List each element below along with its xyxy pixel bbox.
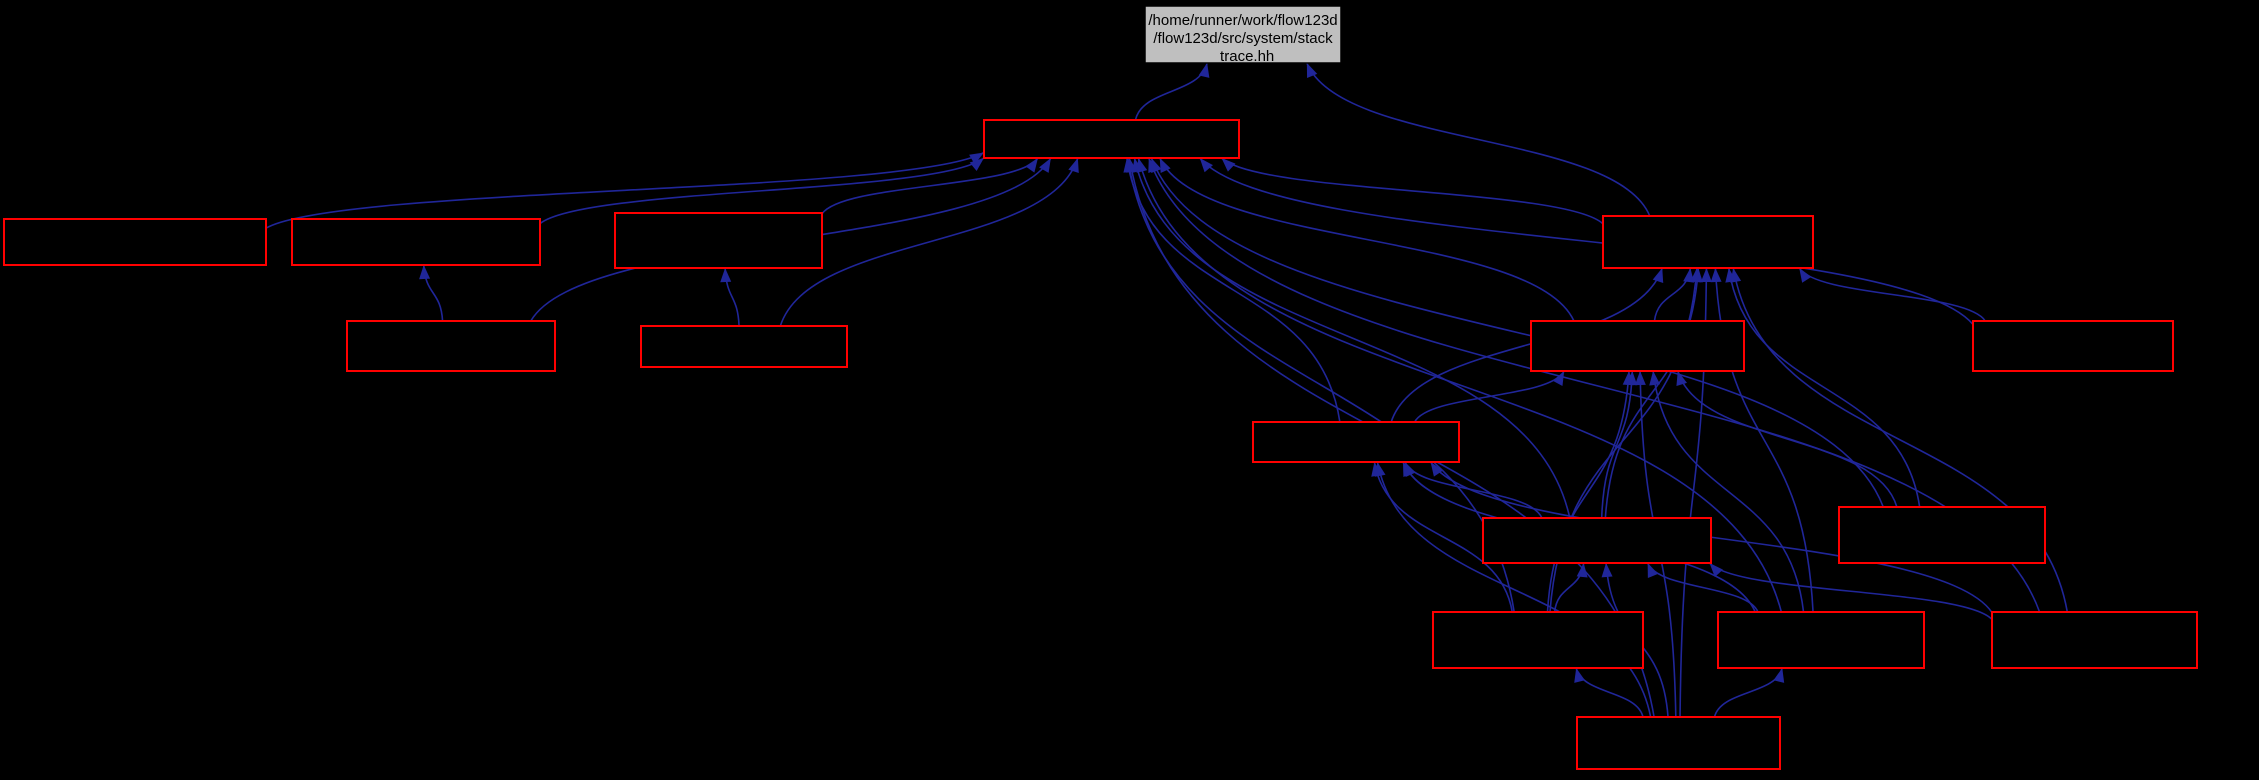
edge-arrowhead-icon	[1576, 563, 1588, 578]
graph-node-n3[interactable]	[291, 218, 541, 266]
graph-node-n14[interactable]	[1717, 611, 1925, 669]
edge-arrowhead-icon	[720, 268, 732, 283]
edge-arrowhead-icon	[1199, 158, 1213, 173]
edge-arrowhead-icon	[1683, 268, 1695, 283]
edge-arrowhead-icon	[1700, 268, 1712, 283]
graph-node-n16[interactable]	[1576, 716, 1781, 770]
graph-edge	[1553, 562, 1588, 613]
edge-arrowhead-icon	[1198, 63, 1210, 78]
edge-arrowhead-icon	[1799, 268, 1812, 283]
edge-arrowhead-icon	[1552, 371, 1565, 386]
edge-arrowhead-icon	[1430, 462, 1444, 477]
graph-edge	[1159, 157, 1575, 322]
graph-edge	[419, 264, 444, 322]
graph-edge	[1604, 267, 1703, 519]
graph-edge	[1710, 267, 1814, 613]
edge-arrowhead-icon	[1709, 563, 1723, 578]
edge-arrowhead-icon	[1306, 63, 1318, 79]
graph-node-n4[interactable]	[614, 212, 823, 269]
graph-node-n2[interactable]	[3, 218, 267, 266]
edge-arrowhead-icon	[1374, 462, 1386, 477]
graph-edge	[1574, 667, 1644, 718]
edge-arrowhead-icon	[1710, 268, 1722, 283]
edge-arrowhead-icon	[969, 152, 984, 165]
graph-edge	[1798, 267, 1986, 322]
edge-arrowhead-icon	[1148, 158, 1159, 174]
edge-arrowhead-icon	[419, 265, 431, 280]
graph-edge	[1725, 267, 1921, 508]
edge-arrowhead-icon	[1039, 158, 1051, 173]
graph-edge	[1653, 267, 1695, 322]
graph-edge	[1306, 62, 1651, 217]
edge-arrowhead-icon	[1649, 371, 1661, 386]
graph-edge	[720, 267, 740, 327]
edge-arrowhead-icon	[1622, 371, 1634, 386]
edge-arrowhead-icon	[1221, 158, 1236, 172]
graph-edge	[779, 157, 1079, 327]
edge-arrowhead-icon	[1025, 158, 1038, 173]
graph-edge	[1676, 370, 1898, 508]
graph-edge	[1134, 62, 1210, 121]
graph-edge	[265, 151, 985, 229]
graph-edge	[1649, 370, 1805, 613]
edge-arrowhead-icon	[1159, 158, 1171, 174]
graph-node-n8[interactable]	[640, 325, 848, 368]
edge-arrowhead-icon	[1126, 158, 1138, 173]
edge-arrowhead-icon	[969, 157, 984, 171]
graph-edge	[1646, 562, 1759, 613]
graph-edge	[821, 157, 1039, 215]
edge-arrowhead-icon	[1136, 158, 1148, 173]
graph-edge	[1220, 157, 1604, 225]
edge-arrowhead-icon	[1730, 268, 1742, 283]
graph-edge	[539, 157, 985, 225]
edge-arrowhead-icon	[1402, 462, 1414, 478]
graph-root-label: /home/runner/work/flow123d/flow123d/src/…	[1148, 12, 1337, 65]
graph-edge	[1199, 157, 1974, 325]
graph-node-n11[interactable]	[1482, 517, 1712, 564]
edge-arrowhead-icon	[1634, 371, 1646, 386]
edge-arrowhead-icon	[1676, 371, 1687, 386]
graph-edge	[1390, 267, 1664, 423]
edge-arrowhead-icon	[1647, 563, 1659, 579]
graph-node-n15[interactable]	[1991, 611, 2198, 669]
graph-node-n13[interactable]	[1432, 611, 1644, 669]
edge-arrowhead-icon	[1601, 563, 1613, 578]
edge-arrowhead-icon	[1773, 668, 1785, 683]
edge-arrowhead-icon	[1690, 268, 1702, 283]
edge-arrowhead-icon	[1068, 158, 1079, 174]
edge-arrowhead-icon	[1574, 668, 1585, 683]
edge-arrowhead-icon	[1652, 268, 1664, 284]
graph-edge	[1136, 157, 1783, 613]
graph-edge	[1546, 370, 1634, 613]
graph-edge	[1123, 157, 1341, 423]
graph-node-n6[interactable]	[1972, 320, 2174, 372]
graph-node-n7[interactable]	[346, 320, 556, 372]
graph-node-n9[interactable]	[1530, 320, 1745, 372]
graph-edge	[1413, 370, 1565, 423]
graph-edge	[1708, 562, 1993, 621]
graph-node-n10[interactable]	[1252, 421, 1460, 463]
graph-node-n5[interactable]	[1602, 215, 1814, 269]
graph-node-n12[interactable]	[1838, 506, 2046, 564]
graph-root-node: /home/runner/work/flow123d/flow123d/src/…	[1144, 5, 1342, 65]
graph-node-n1[interactable]	[983, 119, 1240, 159]
graph-edge	[1713, 667, 1785, 718]
